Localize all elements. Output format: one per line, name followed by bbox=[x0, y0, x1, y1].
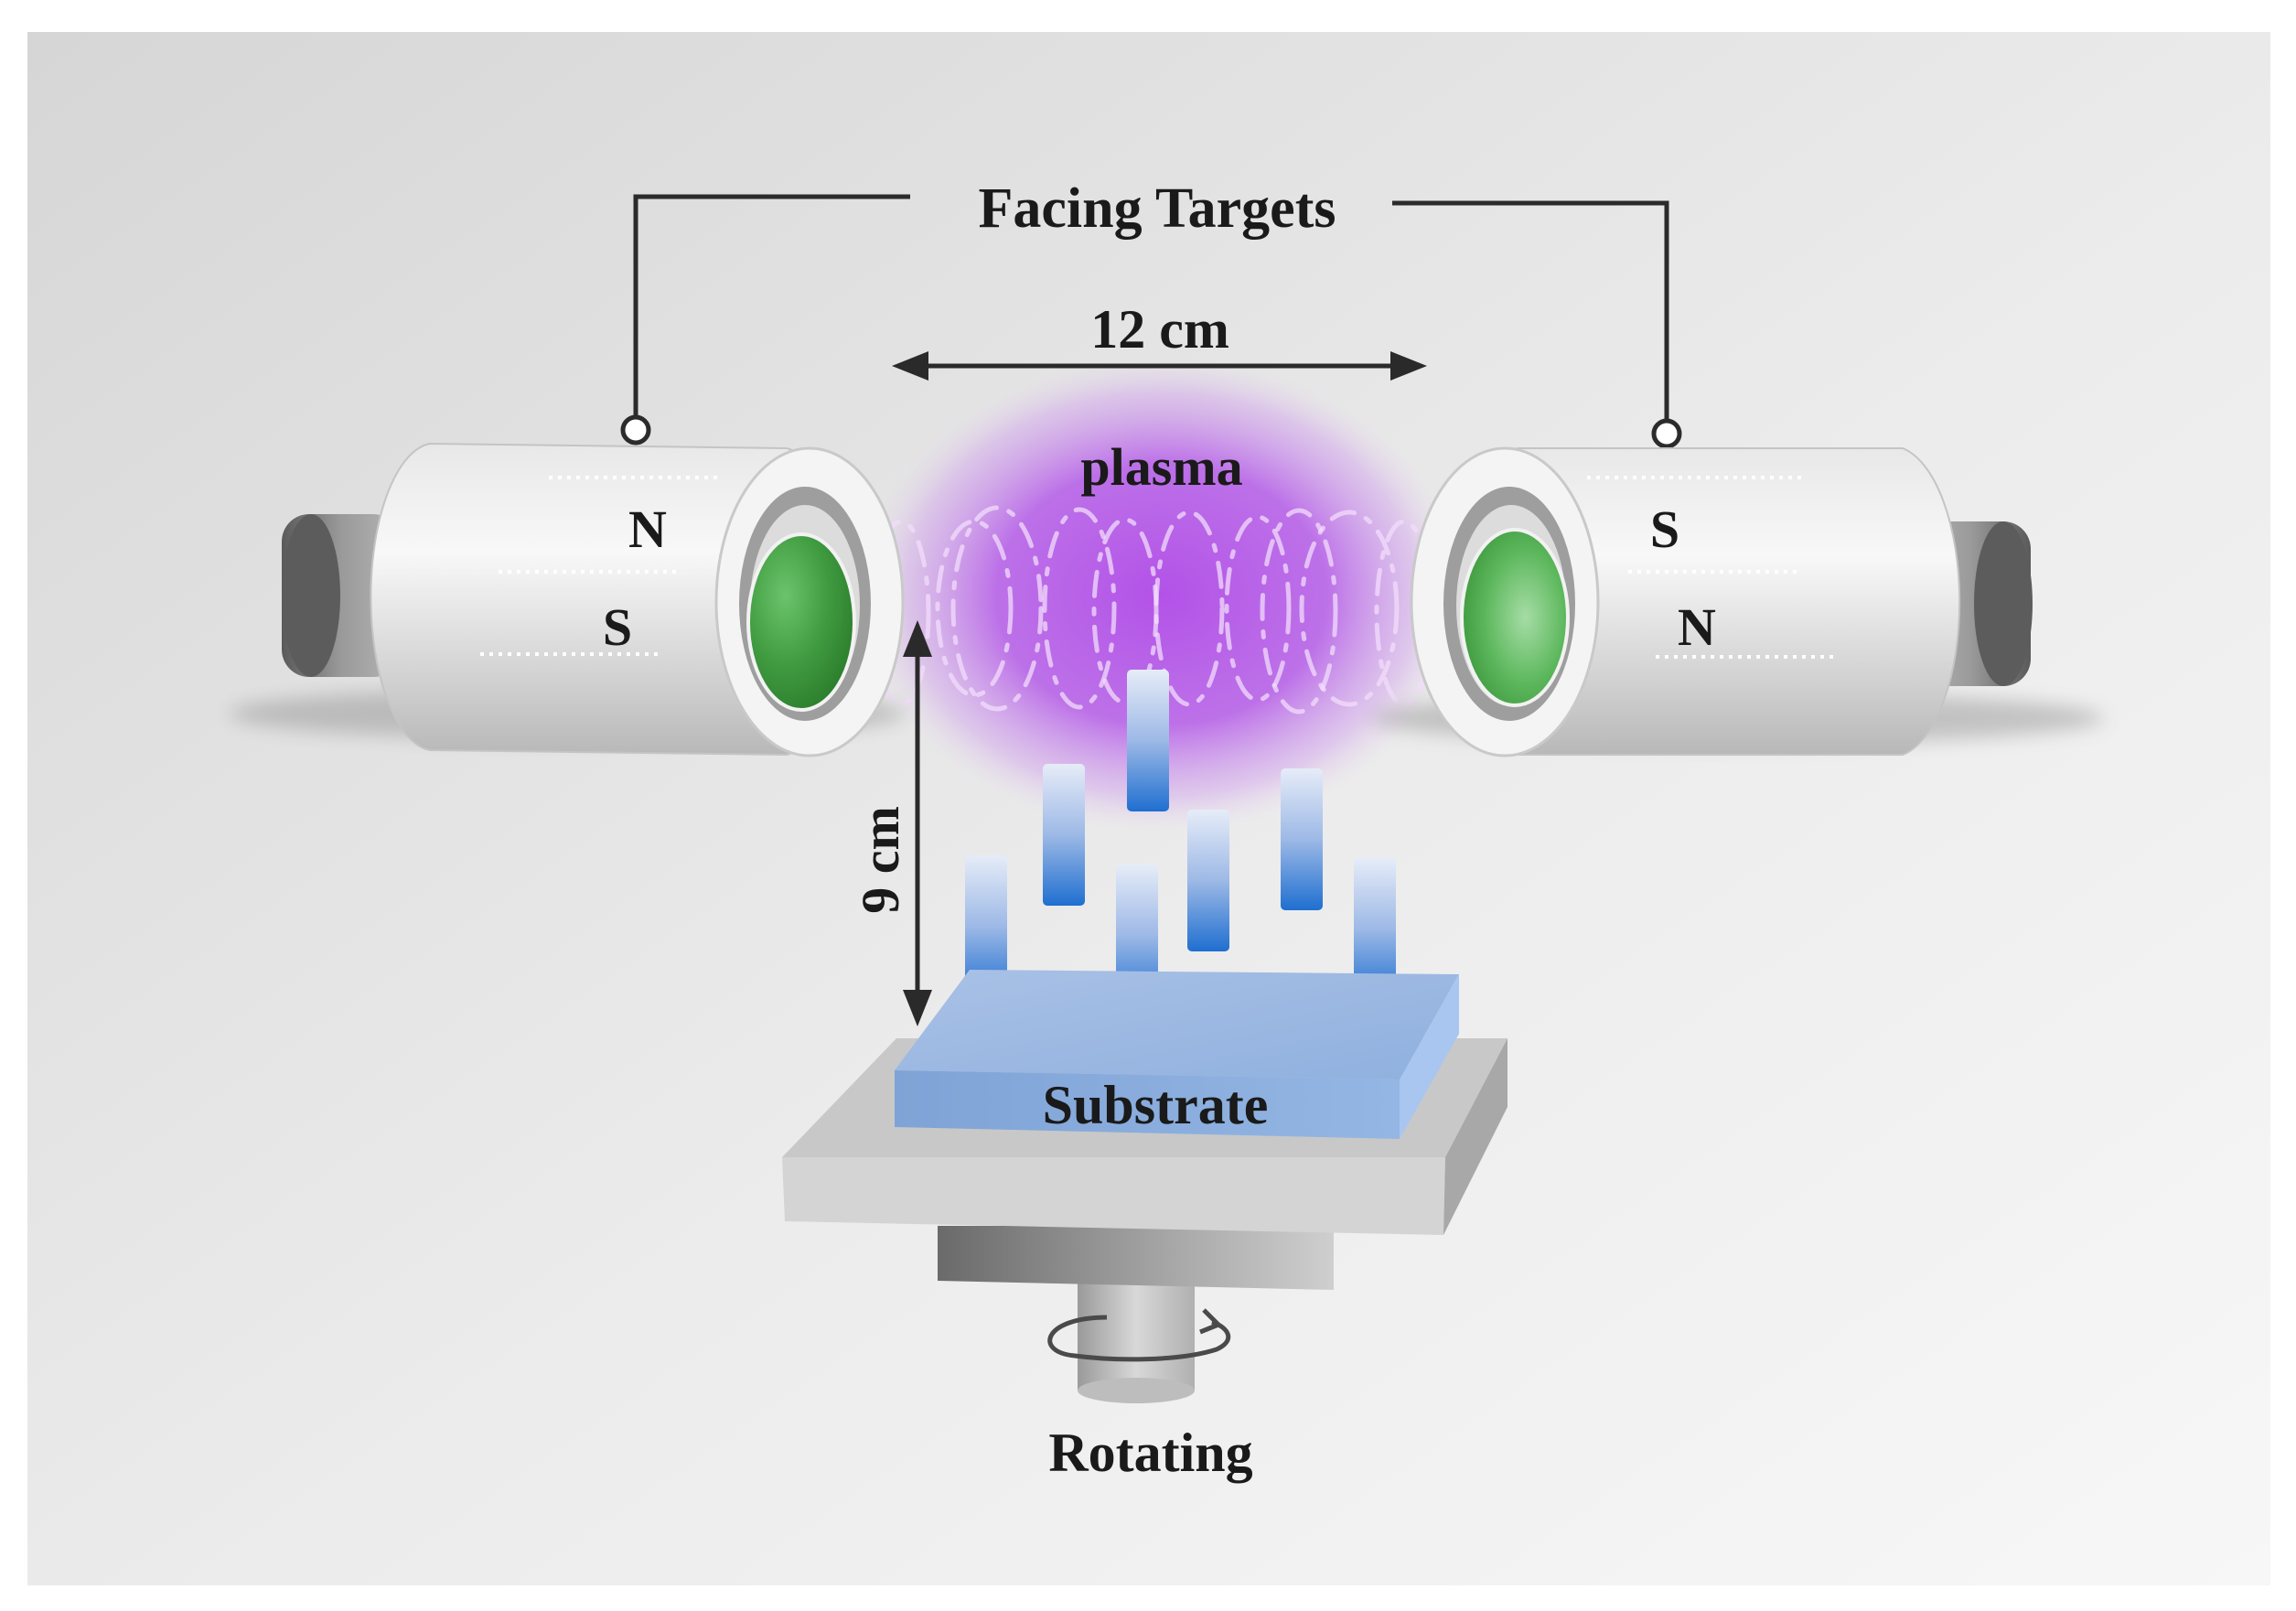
substrate-side bbox=[1400, 974, 1459, 1139]
substrate-front bbox=[895, 1070, 1400, 1139]
rotation-shaft bbox=[1078, 1272, 1195, 1391]
particle bbox=[1116, 865, 1158, 1006]
vertical-arrowhead-bottom bbox=[903, 990, 932, 1026]
vertical-distance-label: 9 cm bbox=[851, 806, 910, 914]
plasma-label: plasma bbox=[1080, 437, 1242, 497]
horizontal-arrowhead-left bbox=[892, 351, 928, 381]
holder-side bbox=[1443, 1038, 1507, 1235]
particle bbox=[1127, 670, 1169, 811]
substrate bbox=[895, 970, 1459, 1139]
particle bbox=[1281, 768, 1323, 910]
particle bbox=[1043, 764, 1085, 906]
horizontal-arrowhead-right bbox=[1390, 351, 1427, 381]
stand-block bbox=[938, 1226, 1334, 1290]
facing-targets-label: Facing Targets bbox=[979, 177, 1336, 240]
left-pole-top: N bbox=[628, 499, 667, 559]
rotation-shaft-bottom bbox=[1078, 1378, 1195, 1403]
right-target-assembly: S N bbox=[1372, 446, 2104, 757]
right-end-cap-face bbox=[1974, 521, 2033, 686]
holder-front bbox=[782, 1157, 1445, 1235]
left-end-cap-face bbox=[282, 514, 340, 677]
left-pole-bottom: S bbox=[603, 597, 632, 657]
particle bbox=[1354, 858, 1396, 1000]
plasma-glow bbox=[860, 357, 1464, 832]
substrate-top bbox=[895, 970, 1459, 1079]
right-pole-bottom: N bbox=[1678, 597, 1716, 657]
left-target-assembly: N S bbox=[229, 442, 906, 757]
sputtered-particles bbox=[965, 670, 1396, 1006]
horizontal-distance-label: 12 cm bbox=[1090, 299, 1229, 360]
particle bbox=[1187, 810, 1229, 951]
vertical-arrowhead-top bbox=[903, 620, 932, 657]
facing-targets-connector bbox=[620, 194, 1682, 449]
right-pole-top: S bbox=[1650, 499, 1679, 559]
right-target-face bbox=[1460, 528, 1570, 707]
rotation-arrow bbox=[1047, 1308, 1230, 1362]
substrate-label: Substrate bbox=[1043, 1075, 1269, 1135]
rotating-label: Rotating bbox=[1048, 1423, 1252, 1483]
particle bbox=[965, 855, 1007, 997]
left-target-face bbox=[746, 532, 856, 712]
